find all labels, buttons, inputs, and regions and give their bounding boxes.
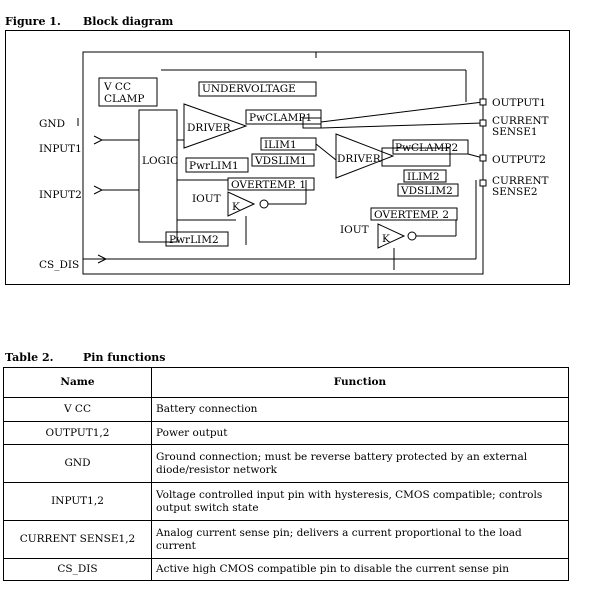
label-iout2: IOUT bbox=[340, 224, 369, 236]
label-current-sense1-line1: CURRENT bbox=[492, 115, 549, 127]
header-name: Name bbox=[3, 367, 152, 398]
header-function: Function bbox=[151, 367, 569, 398]
vcc-clamp-box bbox=[98, 77, 158, 107]
driver1-triangle bbox=[183, 103, 248, 149]
label-ilim2: ILIM2 bbox=[407, 171, 440, 183]
sense2-resistor bbox=[407, 231, 417, 241]
label-cs-dis: CS_DIS bbox=[39, 259, 79, 271]
overtemp2-box bbox=[370, 207, 458, 221]
input1-arrow bbox=[93, 135, 104, 145]
pin-output1 bbox=[479, 98, 487, 106]
label-overtemp1: OVERTEMP. 1 bbox=[231, 179, 306, 191]
pin-function: Power output bbox=[151, 421, 569, 445]
table-row: GND Ground connection; must be reverse b… bbox=[3, 444, 569, 483]
label-driver2: DRIVER bbox=[337, 153, 382, 165]
pwclamp2-box bbox=[392, 139, 469, 155]
cs-dis-arrow bbox=[97, 254, 108, 264]
label-pwclamp2: PwCLAMP2 bbox=[395, 142, 458, 154]
label-vdslim1: VDSLIM1 bbox=[254, 155, 307, 167]
label-current-sense1-line2: SENSE1 bbox=[492, 126, 538, 138]
vdslim2-box bbox=[397, 183, 459, 197]
table-row: V CC Battery connection bbox=[3, 397, 569, 422]
table-number: Table 2. bbox=[5, 351, 54, 364]
table-row: CURRENT SENSE1,2 Analog current sense pi… bbox=[3, 520, 569, 559]
table-title: Pin functions bbox=[83, 351, 166, 364]
label-ilim1: ILIM1 bbox=[264, 139, 297, 151]
pin-current-sense2 bbox=[479, 179, 487, 187]
pin-name: CS_DIS bbox=[3, 558, 152, 581]
label-vdslim2: VDSLIM2 bbox=[400, 185, 453, 197]
table-header-row: Name Function bbox=[3, 367, 569, 398]
label-output1: OUTPUT1 bbox=[492, 97, 546, 109]
pin-output2 bbox=[479, 154, 487, 162]
label-vcc: V CC bbox=[103, 81, 131, 93]
block-diagram: V CC CLAMP UNDERVOLTAGE GND INPUT1 INPUT… bbox=[5, 30, 570, 285]
figure-title: Block diagram bbox=[83, 15, 174, 28]
logic-block bbox=[138, 109, 178, 243]
label-k2: K bbox=[382, 233, 390, 245]
input2-arrow bbox=[93, 185, 104, 195]
table-caption: Table 2. Pin functions bbox=[5, 351, 305, 367]
table-row: OUTPUT1,2 Power output bbox=[3, 421, 569, 445]
pin-function: Analog current sense pin; delivers a cur… bbox=[151, 520, 569, 559]
label-iout1: IOUT bbox=[192, 193, 221, 205]
pin-function: Active high CMOS compatible pin to disab… bbox=[151, 558, 569, 581]
pin-name: OUTPUT1,2 bbox=[3, 421, 152, 445]
sense1-resistor bbox=[259, 199, 269, 209]
figure-number: Figure 1. bbox=[5, 15, 61, 28]
label-current-sense2-line1: CURRENT bbox=[492, 175, 549, 187]
table-row: INPUT1,2 Voltage controlled input pin wi… bbox=[3, 482, 569, 521]
iout1-amp bbox=[227, 191, 256, 217]
iout2-amp bbox=[377, 223, 406, 249]
undervoltage-box bbox=[198, 81, 317, 97]
pin-name: CURRENT SENSE1,2 bbox=[3, 520, 152, 559]
pin-functions-table: Name Function V CC Battery connection OU… bbox=[3, 367, 569, 581]
label-driver1: DRIVER bbox=[187, 122, 232, 134]
pin-name: INPUT1,2 bbox=[3, 482, 152, 521]
pwclamp1-box bbox=[245, 109, 322, 125]
overtemp1-box bbox=[227, 177, 315, 191]
label-input2: INPUT2 bbox=[39, 189, 82, 201]
pin-current-sense1 bbox=[479, 119, 487, 127]
label-pwrlim1: PwrLIM1 bbox=[189, 160, 239, 172]
label-pwclamp1: PwCLAMP1 bbox=[249, 112, 312, 124]
label-logic: LOGIC bbox=[142, 155, 178, 167]
pin-name: GND bbox=[3, 444, 152, 483]
label-overtemp2: OVERTEMP. 2 bbox=[374, 209, 449, 221]
label-gnd: GND bbox=[39, 118, 65, 130]
vdslim1-box bbox=[251, 153, 315, 167]
pin-function: Ground connection; must be reverse batte… bbox=[151, 444, 569, 483]
pwrlim1-box bbox=[185, 157, 249, 173]
driver2-triangle bbox=[335, 133, 395, 179]
label-output2: OUTPUT2 bbox=[492, 154, 546, 166]
label-input1: INPUT1 bbox=[39, 143, 82, 155]
figure-caption: Figure 1. Block diagram bbox=[5, 15, 305, 31]
pin-function: Battery connection bbox=[151, 397, 569, 422]
table-row: CS_DIS Active high CMOS compatible pin t… bbox=[3, 558, 569, 581]
label-k1: K bbox=[232, 201, 240, 213]
pin-name: V CC bbox=[3, 397, 152, 422]
block-diagram-svg: V CC CLAMP UNDERVOLTAGE GND INPUT1 INPUT… bbox=[39, 51, 549, 275]
pwrlim2-box bbox=[165, 231, 229, 247]
label-current-sense2-line2: SENSE2 bbox=[492, 186, 538, 198]
ilim2-box bbox=[403, 169, 447, 183]
label-pwrlim2: PwrLIM2 bbox=[169, 234, 219, 246]
label-undervoltage: UNDERVOLTAGE bbox=[202, 83, 296, 95]
die-outline bbox=[82, 51, 484, 275]
figure-top-rule bbox=[5, 30, 570, 31]
label-clamp: CLAMP bbox=[104, 93, 144, 105]
pin-function: Voltage controlled input pin with hyster… bbox=[151, 482, 569, 521]
